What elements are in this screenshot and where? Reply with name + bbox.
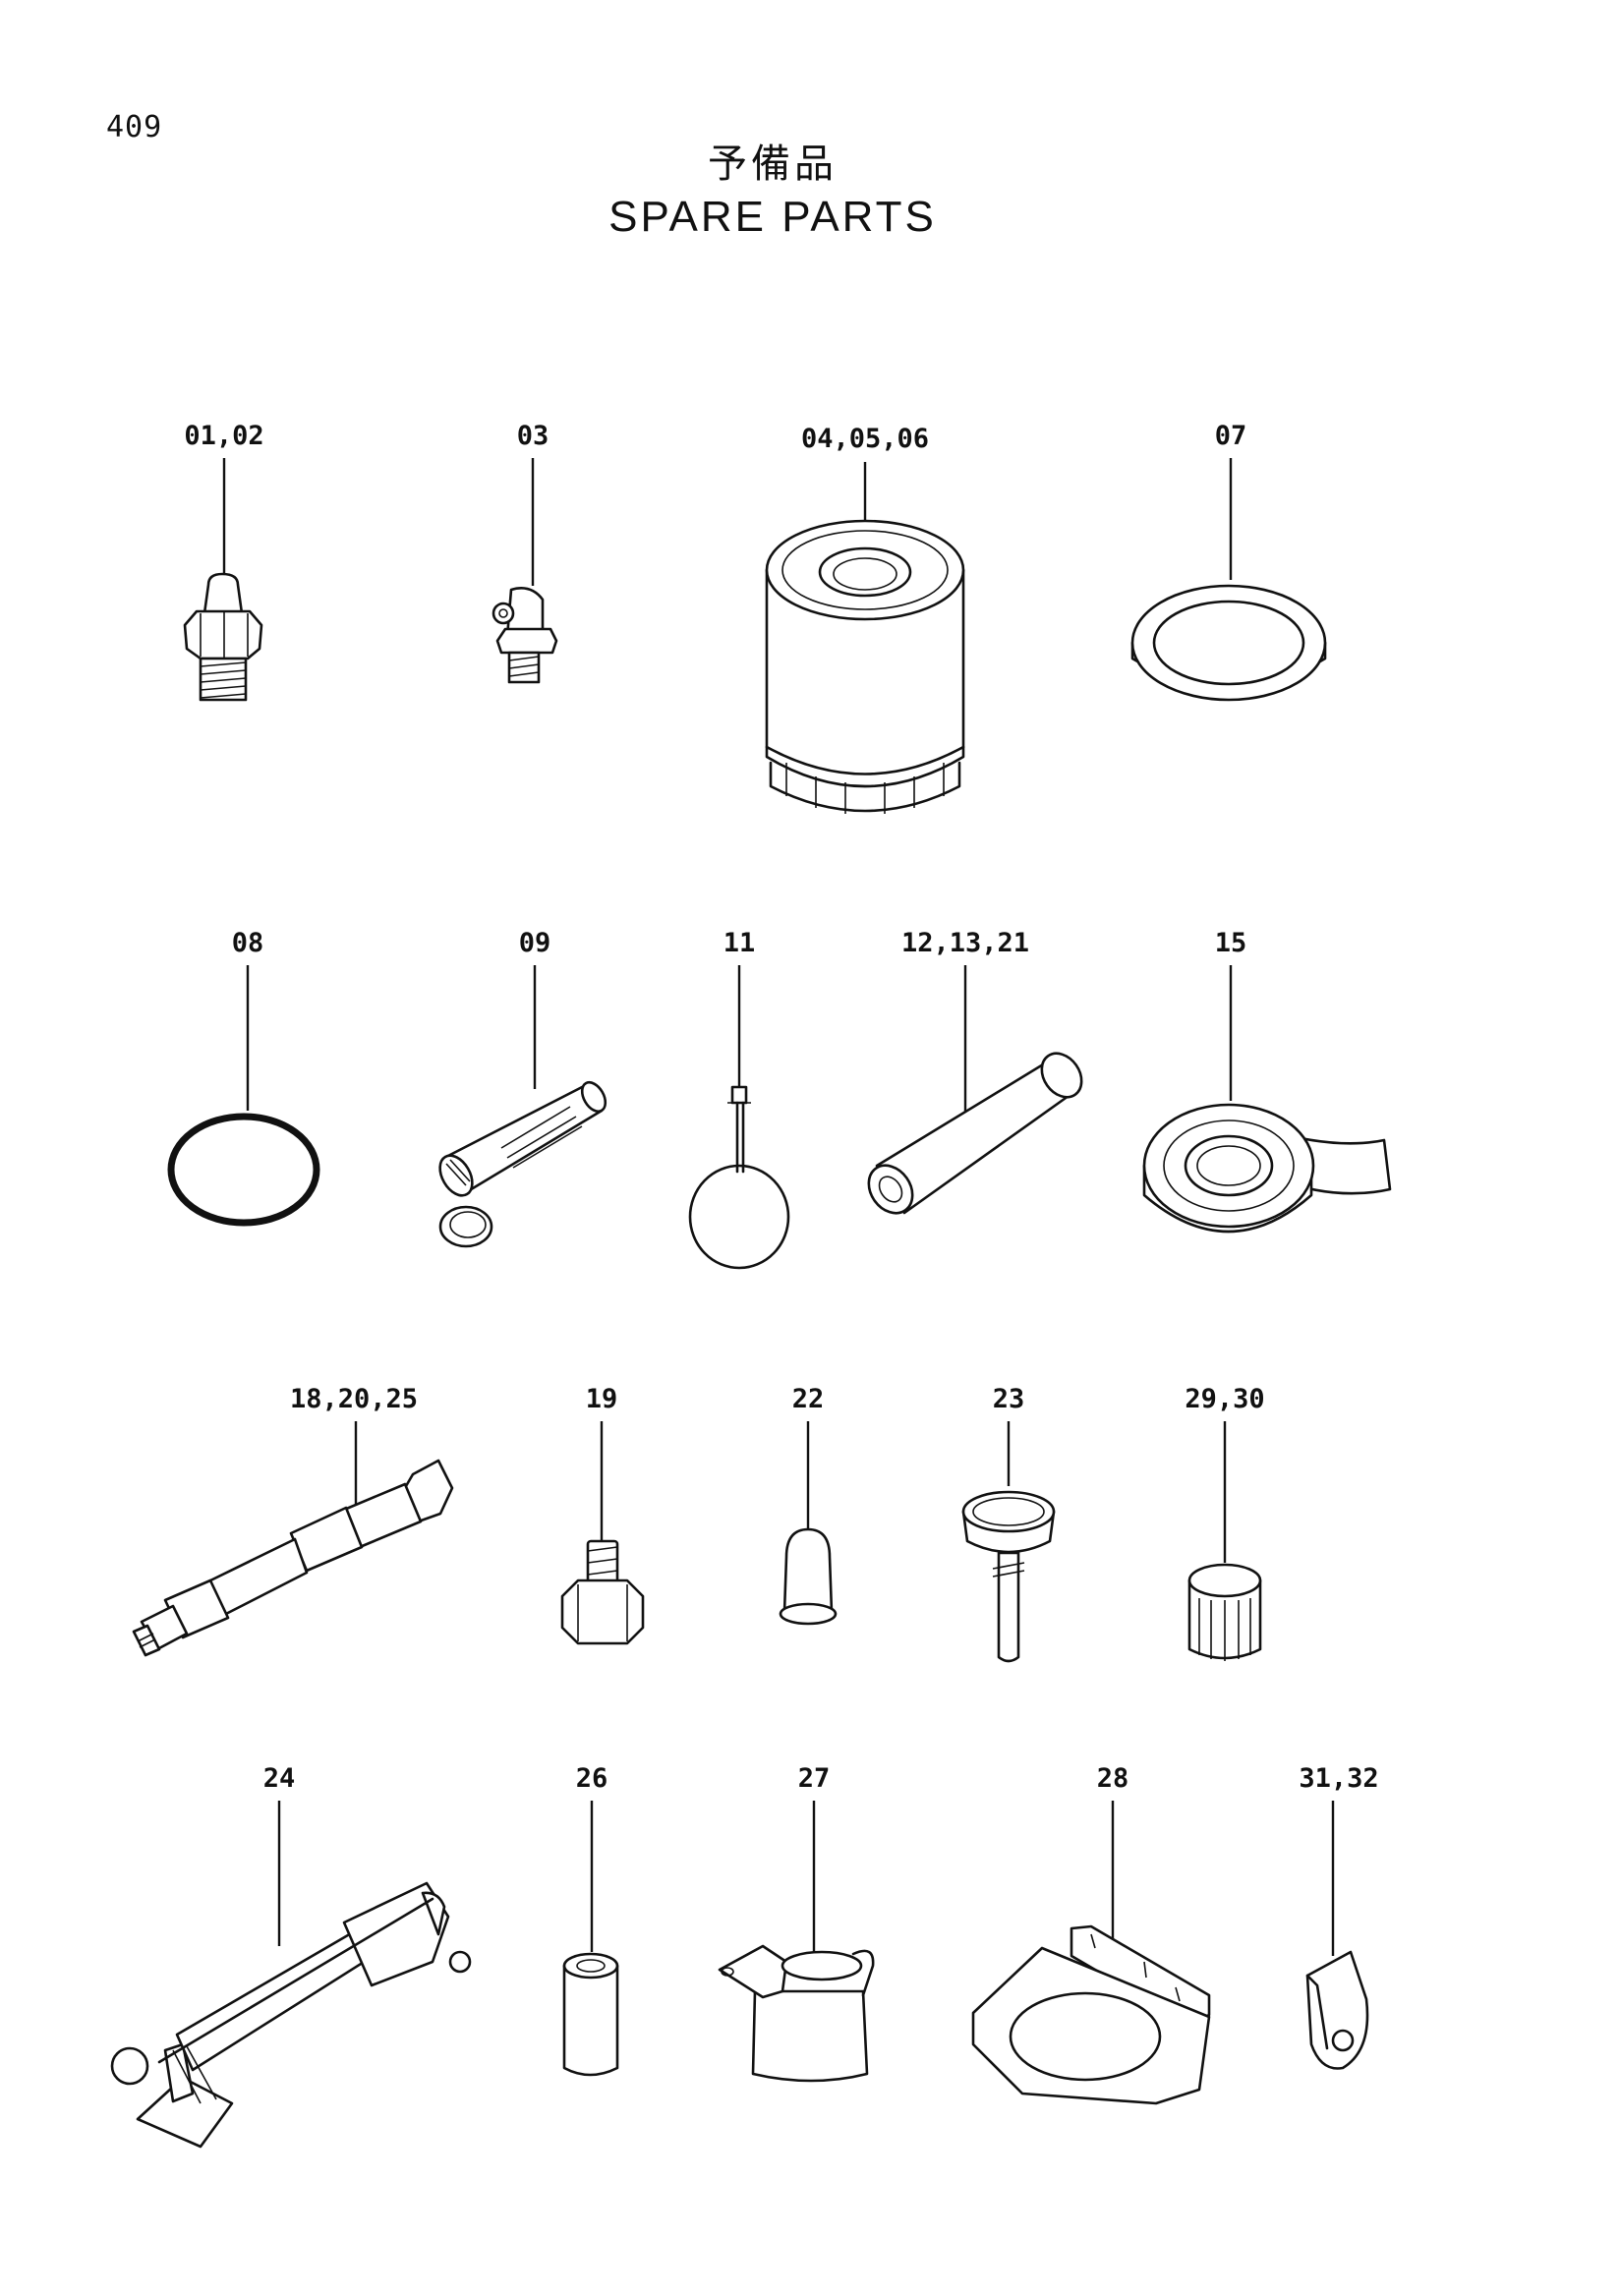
- part-callout-24: 24: [110, 1763, 472, 2149]
- part-callout-09: 09: [438, 928, 608, 1248]
- page-title-english: SPARE PARTS: [608, 193, 937, 241]
- part-callout-29-30: 29,30: [1185, 1384, 1265, 1661]
- part-callout-19: 19: [560, 1384, 645, 1645]
- cap-icon: [779, 1527, 838, 1626]
- part-callout-11: 11: [688, 928, 790, 1270]
- part-callout-04-05-06: 04,05,06: [765, 424, 965, 814]
- spacer-collar-icon: [562, 1952, 619, 2077]
- part-label: 28: [1097, 1763, 1129, 1794]
- seal-tape-roll-icon: [1142, 1103, 1392, 1234]
- part-label: 04,05,06: [801, 424, 929, 454]
- part-label: 08: [232, 928, 264, 958]
- part-callout-31-32: 31,32: [1299, 1763, 1379, 2070]
- part-label: 03: [517, 421, 550, 451]
- tube-sleeve-icon: [867, 1052, 1083, 1215]
- part-label: 27: [798, 1763, 831, 1794]
- part-label: 29,30: [1185, 1384, 1264, 1414]
- funnel-tool-icon: [961, 1490, 1056, 1663]
- page-number: 409: [106, 110, 163, 144]
- part-callout-03: 03: [492, 421, 558, 684]
- part-callout-28: 28: [971, 1763, 1211, 2105]
- filter-cartridge-icon: [765, 519, 965, 814]
- flat-gasket-ring-icon: [1130, 584, 1327, 702]
- part-callout-27: 27: [718, 1763, 875, 2083]
- strainer-element-icon: [438, 1080, 608, 1248]
- part-callout-01-02: 01,02: [183, 421, 264, 702]
- hand-pump-icon: [110, 1881, 472, 2149]
- part-label: 31,32: [1299, 1763, 1378, 1794]
- part-label: 09: [519, 928, 551, 958]
- part-label: 24: [263, 1763, 296, 1794]
- grease-nipple-straight-icon: [183, 572, 263, 702]
- part-label: 11: [723, 928, 756, 958]
- part-label: 18,20,25: [290, 1384, 418, 1414]
- part-label: 23: [993, 1384, 1025, 1414]
- part-callout-15: 15: [1142, 928, 1392, 1234]
- link-plate-icon: [1305, 1950, 1369, 2070]
- part-label: 15: [1215, 928, 1247, 958]
- part-label: 22: [792, 1384, 825, 1414]
- part-callout-22: 22: [779, 1384, 838, 1626]
- part-label: 12,13,21: [901, 928, 1029, 958]
- small-filter-element-icon: [1187, 1563, 1262, 1661]
- grease-nipple-angled-icon: [492, 587, 558, 684]
- part-callout-26: 26: [562, 1763, 619, 2077]
- adapter-nut-icon: [560, 1539, 645, 1645]
- o-ring-icon: [167, 1113, 320, 1227]
- ring-with-tag-icon: [688, 1085, 790, 1270]
- mounting-bracket-icon: [971, 1924, 1211, 2105]
- part-callout-18-20-25: 18,20,25: [132, 1384, 454, 1657]
- hose-assembly-icon: [132, 1459, 454, 1657]
- part-callout-12-13-21: 12,13,21: [867, 928, 1083, 1215]
- oil-jug-icon: [718, 1944, 875, 2083]
- part-label: 26: [576, 1763, 608, 1794]
- part-callout-23: 23: [961, 1384, 1056, 1663]
- part-label: 07: [1215, 421, 1247, 451]
- page-title-japanese: 予備品: [708, 142, 838, 187]
- part-callout-08: 08: [167, 928, 320, 1227]
- part-callout-07: 07: [1130, 421, 1327, 702]
- part-label: 01,02: [184, 421, 263, 451]
- part-label: 19: [586, 1384, 618, 1414]
